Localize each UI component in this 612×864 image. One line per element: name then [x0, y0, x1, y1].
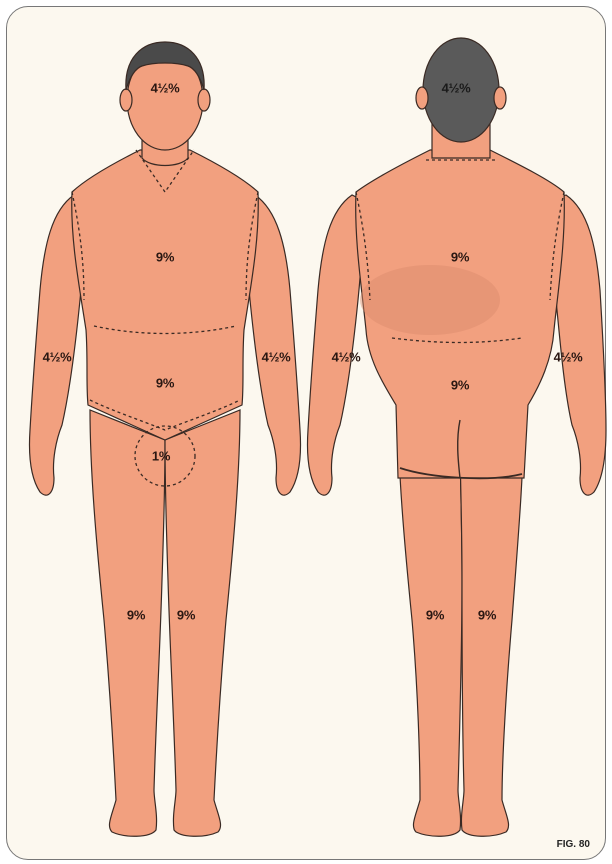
back-left-arm — [307, 195, 362, 495]
back-upper-percent: 9% — [451, 250, 469, 265]
back-left-arm-percent: 4½% — [332, 350, 361, 365]
back-figure — [307, 38, 606, 836]
front-left-arm-percent: 4½% — [262, 350, 291, 365]
back-right-arm-percent: 4½% — [554, 350, 583, 365]
front-figure — [29, 42, 300, 836]
back-head-percent: 4½% — [442, 81, 471, 96]
front-right-arm-percent: 4½% — [43, 350, 72, 365]
back-left-leg-percent: 9% — [426, 608, 444, 623]
front-head-percent: 4½% — [151, 81, 180, 96]
front-left-leg — [165, 410, 240, 836]
front-right-leg — [90, 410, 165, 836]
front-abdomen-percent: 9% — [156, 376, 174, 391]
back-right-leg-percent: 9% — [478, 608, 496, 623]
front-genitals-percent: 1% — [152, 449, 170, 464]
figure-label: FIG. 80 — [557, 839, 590, 850]
front-chest-percent: 9% — [156, 250, 174, 265]
front-right-leg-percent: 9% — [127, 608, 145, 623]
front-left-leg-percent: 9% — [177, 608, 195, 623]
front-torso — [72, 150, 259, 440]
back-lower-percent: 9% — [451, 378, 469, 393]
